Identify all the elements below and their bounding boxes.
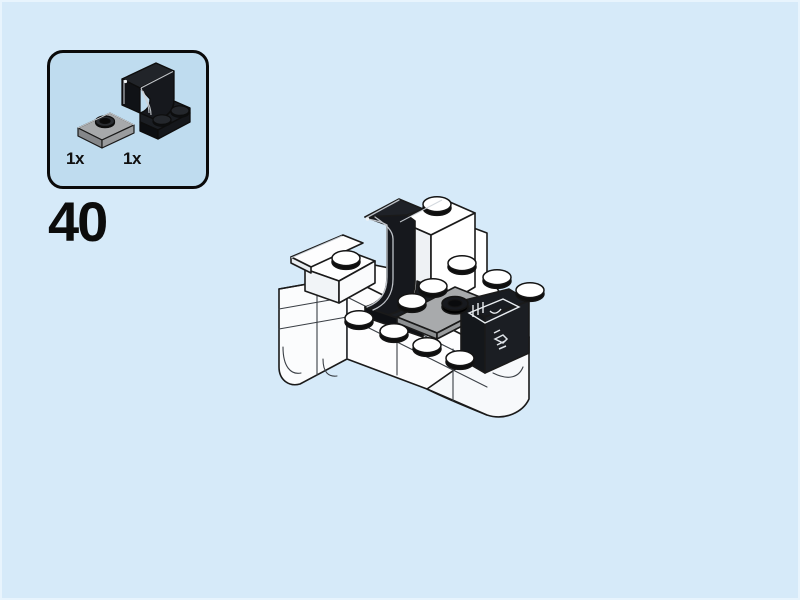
callout-part-plate-1x2-with-center-stud — [60, 108, 140, 156]
plate-center-stud — [94, 115, 116, 129]
body-left-side-face — [278, 276, 348, 386]
rear-thin-plate-edge — [290, 256, 312, 274]
callout-qty-plate: 1x — [66, 149, 85, 168]
stud — [331, 250, 361, 271]
callout-qty-seat: 1x — [123, 149, 142, 168]
dashboard-print-icon — [493, 329, 509, 350]
stud — [515, 282, 545, 303]
parts-callout-box: 1x — [47, 50, 209, 189]
stud — [482, 269, 512, 290]
dashboard-panel-side — [484, 300, 530, 374]
stud — [418, 278, 448, 299]
stud — [445, 350, 475, 371]
gray-plate-center-stud — [441, 295, 469, 315]
assembly-illustration — [247, 177, 567, 422]
seat-studs — [152, 105, 190, 127]
assembly-studs — [331, 196, 545, 371]
rear-raised-block-front — [338, 260, 376, 304]
stud — [379, 323, 409, 344]
stud — [412, 337, 442, 358]
stud — [447, 255, 477, 276]
callout-part-seat-2x2-curved-panel — [112, 61, 198, 153]
step-number: 40 — [48, 190, 108, 253]
stud — [344, 310, 374, 331]
stud — [422, 196, 452, 217]
stud — [397, 293, 427, 314]
dashboard-print-gauges — [467, 298, 521, 324]
